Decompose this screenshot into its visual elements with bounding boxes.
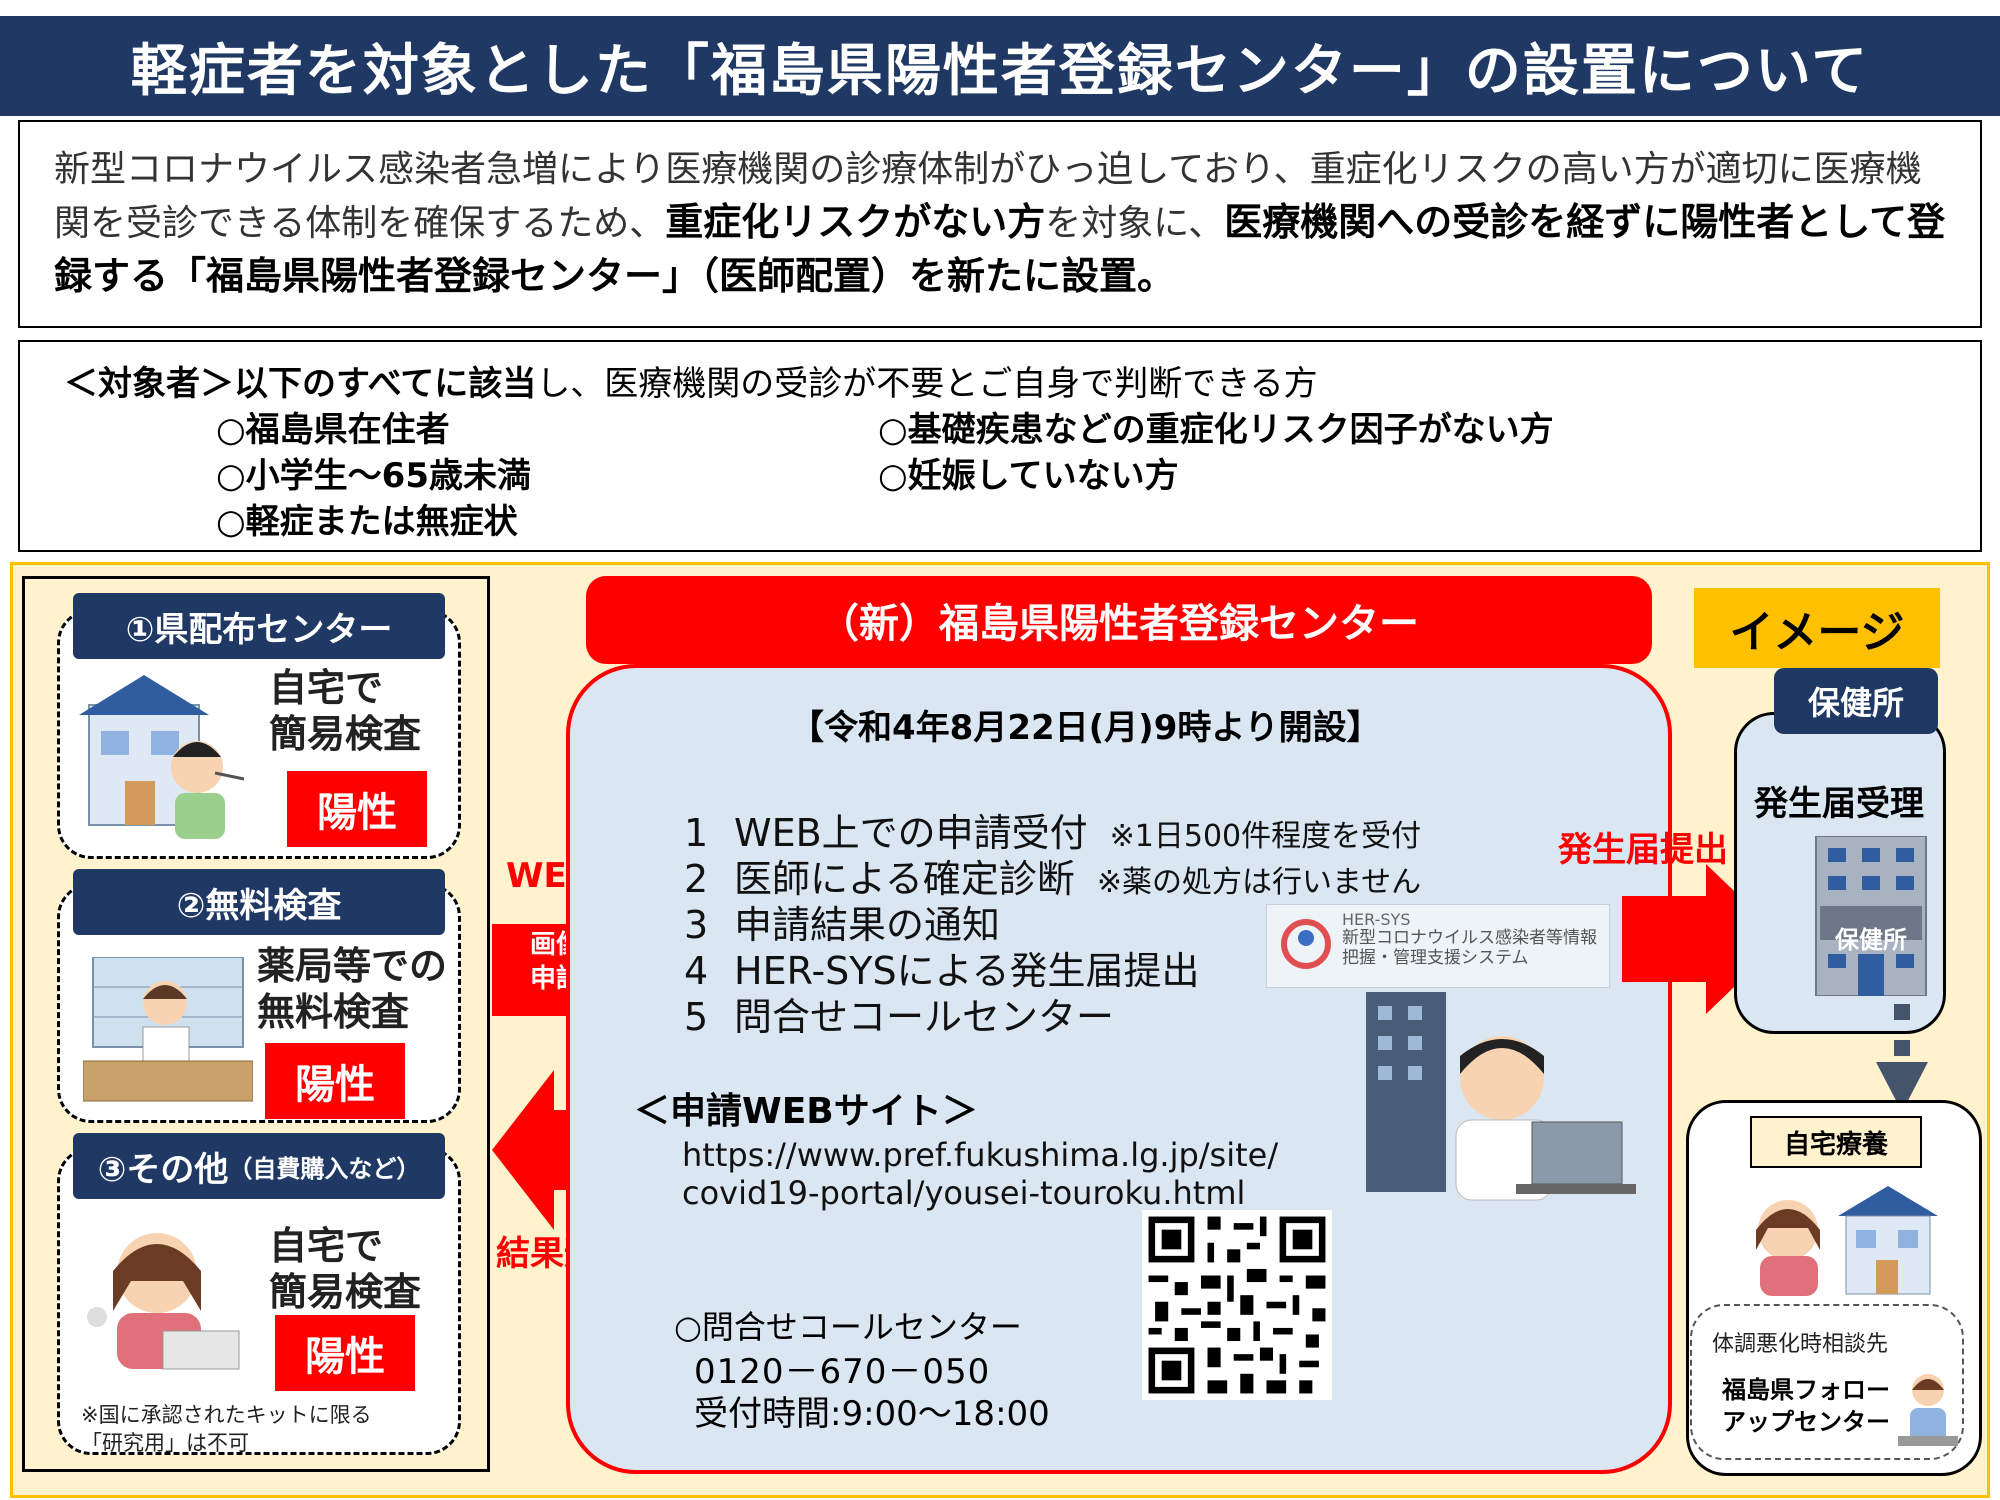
hersys-emblem-icon	[1281, 919, 1331, 969]
intro-emphasis-1: 重症化リスクがない方	[665, 200, 1046, 244]
sick-person-illustration	[87, 1233, 240, 1370]
call-center-heading: ○問合せコールセンター	[674, 1308, 1022, 1346]
public-health-center-label: 保健所	[1774, 668, 1938, 734]
page-title: 軽症者を対象とした「福島県陽性者登録センター」の設置について	[0, 16, 2000, 116]
pharmacy-illustration	[83, 957, 253, 1102]
step-5-number: 5	[684, 995, 709, 1039]
step-3-number: 3	[684, 903, 709, 947]
intro-emphasis-2: 医療機関への受診を経ずに陽性者として登録する「福島県陽性者登録センター」（医師配…	[54, 200, 1946, 298]
source-label-other: ③その他（自費購入など）	[73, 1133, 445, 1199]
home-care-illustration	[1756, 1186, 1938, 1296]
call-center-number[interactable]: 0120－670－050	[694, 1352, 991, 1392]
step-5-text: 問合せコールセンター	[734, 995, 1115, 1039]
application-site-heading: ＜申請WEBサイト＞	[634, 1091, 978, 1132]
positive-badge-free-test: 陽性	[265, 1043, 405, 1119]
hersys-logo	[1266, 904, 1610, 988]
application-site-url[interactable]: https://www.pref.fukushima.lg.jp/site/co…	[682, 1136, 1279, 1212]
registration-center-header: （新）福島県陽性者登録センター	[586, 576, 1652, 664]
source-text-other: 自宅で 簡易検査	[269, 1224, 422, 1314]
intro-text-2: を対象に、	[1045, 203, 1225, 244]
intro-text-1: 新型コロナウイルス感染者急増により医療機関の診療体制がひっ迫しており、重症化リス…	[54, 149, 1922, 244]
target-condition-mild: ○軽症または無症状	[216, 502, 518, 542]
test-source-column: ①県配布センター 自宅で 簡易検査 陽性 ②無料検査 薬局等での 無料検査 陽性…	[22, 576, 490, 1472]
source-label-other-small: （自費購入など）	[228, 1154, 421, 1183]
source-label-other-main: ③その他	[97, 1149, 229, 1190]
health-center-building-sign: 保健所	[1835, 926, 1907, 954]
target-heading-rest: し、医療機関の受診が不要とご自身で判断できる方	[536, 364, 1318, 404]
target-criteria-box: ＜対象者＞以下のすべてに該当し、医療機関の受診が不要とご自身で判断できる方 ○福…	[18, 340, 1982, 552]
step-3: 3 申請結果の通知	[684, 894, 1000, 949]
step-2-text: 医師による確定診断	[734, 857, 1075, 901]
qr-code-icon[interactable]	[1142, 1210, 1332, 1400]
positive-badge-prefecture: 陽性	[287, 771, 427, 847]
call-center-hours: 受付時間:9:00～18:00	[694, 1394, 1050, 1434]
source-text-free-test: 薬局等での 無料検査	[257, 944, 448, 1034]
step-3-text: 申請結果の通知	[734, 903, 1001, 947]
health-center-building-icon	[1815, 836, 1927, 996]
intro-paragraph: 新型コロナウイルス感染者急増により医療機関の診療体制がひっ迫しており、重症化リス…	[18, 120, 1982, 328]
target-condition-age: ○小学生～65歳未満	[216, 456, 531, 496]
step-2: 2 医師による確定診断 ※薬の処方は行いません	[684, 848, 1421, 903]
target-heading: ＜対象者＞以下のすべてに該当し、医療機関の受診が不要とご自身で判断できる方	[64, 356, 1318, 405]
step-1-note: ※1日500件程度を受付	[1109, 819, 1422, 854]
operator-icon	[1898, 1374, 1958, 1446]
down-arrow-icon	[1876, 1004, 1928, 1112]
hersys-title: HER-SYS	[1342, 910, 1411, 929]
follow-up-center-name: 福島県フォロー アップセンター	[1722, 1376, 1890, 1436]
report-submit-label: 発生届提出	[1558, 830, 1728, 870]
step-1: 1 WEB上での申請受付 ※1日500件程度を受付	[684, 802, 1421, 857]
kit-note: ※国に承認されたキットに限る 「研究用」は不可	[81, 1403, 372, 1455]
hersys-subtitle: 新型コロナウイルス感染者等情報把握・管理支援システム	[1342, 928, 1597, 968]
step-2-note: ※薬の処方は行いません	[1096, 865, 1422, 900]
step-4-number: 4	[684, 949, 709, 993]
step-4: 4 HER-SYSによる発生届提出	[684, 940, 1199, 995]
target-heading-bold: ＜対象者＞以下のすべてに該当	[64, 364, 537, 404]
step-1-text: WEB上での申請受付	[734, 811, 1088, 855]
report-receipt-text: 発生届受理	[1754, 784, 1924, 824]
source-label-prefecture: ①県配布センター	[73, 593, 445, 659]
target-condition-residence: ○福島県在住者	[216, 410, 450, 450]
consultation-caption: 体調悪化時相談先	[1712, 1332, 1889, 1357]
house-test-illustration	[79, 675, 245, 839]
target-condition-not-pregnant: ○妊娠していない方	[878, 456, 1179, 496]
doctor-at-computer-illustration	[1366, 992, 1636, 1201]
source-label-free-test: ②無料検査	[73, 869, 445, 935]
target-condition-no-risk: ○基礎疾患などの重症化リスク因子がない方	[878, 410, 1554, 450]
image-label: イメージ	[1694, 588, 1940, 668]
step-1-number: 1	[684, 811, 709, 855]
positive-badge-other: 陽性	[275, 1315, 415, 1391]
opening-date: 【令和4年8月22日(月)9時より開設】	[790, 708, 1381, 748]
home-care-label: 自宅療養	[1750, 1116, 1922, 1168]
source-text-prefecture: 自宅で 簡易検査	[269, 666, 422, 756]
step-2-number: 2	[684, 857, 709, 901]
step-5: 5 問合せコールセンター	[684, 986, 1114, 1041]
step-4-text: HER-SYSによる発生届提出	[734, 949, 1200, 993]
